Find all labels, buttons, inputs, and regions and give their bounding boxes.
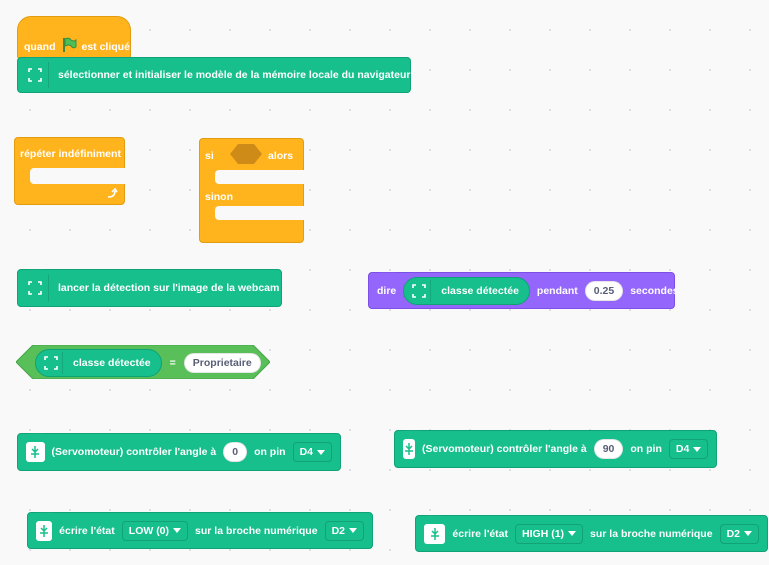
for-label: pendant <box>536 284 578 297</box>
chevron-down-icon <box>317 449 325 455</box>
write-state-label: écrire l'état <box>59 524 115 537</box>
run-detection-block[interactable]: lancer la détection sur l'image de la we… <box>17 269 282 307</box>
angle-input[interactable]: 90 <box>593 439 624 459</box>
state-dropdown[interactable]: HIGH (1) <box>515 523 584 544</box>
pin-value: D2 <box>331 524 345 537</box>
equals-compare-block[interactable]: classe détectée = Proprietaire <box>16 345 270 379</box>
pin-value: D2 <box>726 527 740 540</box>
usb-icon <box>36 520 53 541</box>
equals-operator: = <box>169 357 176 369</box>
servo-label: (Servomoteur) contrôler l'angle à <box>51 446 217 458</box>
when-flag-suffix: est cliqué <box>81 40 130 53</box>
seconds-input[interactable]: 0.25 <box>584 280 624 301</box>
usb-icon <box>424 523 446 544</box>
chevron-down-icon <box>349 528 357 533</box>
detected-class-reporter[interactable]: classe détectée <box>35 349 162 377</box>
init-model-label: sélectionner et initialiser le modèle de… <box>58 69 411 81</box>
pin-label: sur la broche numérique <box>590 527 713 540</box>
digital-write-block-2[interactable]: écrire l'état HIGH (1) sur la broche num… <box>415 515 768 552</box>
webcam-frame-icon <box>22 62 49 88</box>
pin-label: on pin <box>630 443 662 455</box>
loop-arrow-icon <box>106 187 118 202</box>
state-dropdown[interactable]: LOW (0) <box>121 520 189 541</box>
detected-class-label: classe détectée <box>441 284 519 297</box>
else-label: sinon <box>205 191 233 203</box>
servo-label: (Servomoteur) contrôler l'angle à <box>422 443 587 455</box>
chevron-down-icon <box>568 531 577 536</box>
pin-value: D4 <box>675 443 690 455</box>
chevron-down-icon <box>744 531 752 536</box>
seconds-label: secondes <box>630 284 679 297</box>
pin-label: on pin <box>254 446 286 458</box>
then-label: alors <box>268 150 294 162</box>
say-for-seconds-block[interactable]: dire classe détectée pendant 0.25 second… <box>368 272 679 309</box>
chevron-down-icon <box>173 528 182 533</box>
when-flag-clicked-block[interactable]: quand est cliqué <box>17 16 131 60</box>
init-model-block[interactable]: sélectionner et initialiser le modèle de… <box>17 57 411 93</box>
detected-class-reporter[interactable]: classe détectée <box>403 276 530 305</box>
pin-dropdown[interactable]: D4 <box>292 442 332 462</box>
when-flag-prefix: quand <box>24 40 56 53</box>
webcam-frame-icon <box>408 279 432 302</box>
state-value: LOW (0) <box>128 524 170 537</box>
pin-label: sur la broche numérique <box>195 524 318 537</box>
detected-class-label: classe détectée <box>73 357 151 369</box>
angle-input[interactable]: 0 <box>223 442 248 462</box>
digital-write-block-1[interactable]: écrire l'état LOW (0) sur la broche numé… <box>27 512 373 549</box>
forever-label: répéter indéfiniment <box>20 148 121 160</box>
compare-value-input[interactable]: Proprietaire <box>183 353 261 373</box>
boolean-slot[interactable] <box>230 144 262 167</box>
write-state-label: écrire l'état <box>452 527 509 540</box>
say-label: dire <box>377 284 397 297</box>
servo-angle-block-1[interactable]: (Servomoteur) contrôler l'angle à 0 on p… <box>17 433 341 471</box>
green-flag-icon <box>61 37 77 56</box>
pin-value: D4 <box>299 446 313 458</box>
pin-dropdown[interactable]: D2 <box>324 520 364 541</box>
state-value: HIGH (1) <box>522 527 565 540</box>
webcam-frame-icon <box>22 275 49 301</box>
servo-angle-block-2[interactable]: (Servomoteur) contrôler l'angle à 90 on … <box>394 430 717 468</box>
pin-dropdown[interactable]: D4 <box>668 439 709 459</box>
usb-icon <box>26 442 45 462</box>
webcam-frame-icon <box>40 352 63 374</box>
usb-icon <box>403 439 415 459</box>
if-label: si <box>205 150 214 162</box>
pin-dropdown[interactable]: D2 <box>719 523 759 544</box>
run-detection-label: lancer la détection sur l'image de la we… <box>58 282 280 294</box>
chevron-down-icon <box>693 446 702 452</box>
